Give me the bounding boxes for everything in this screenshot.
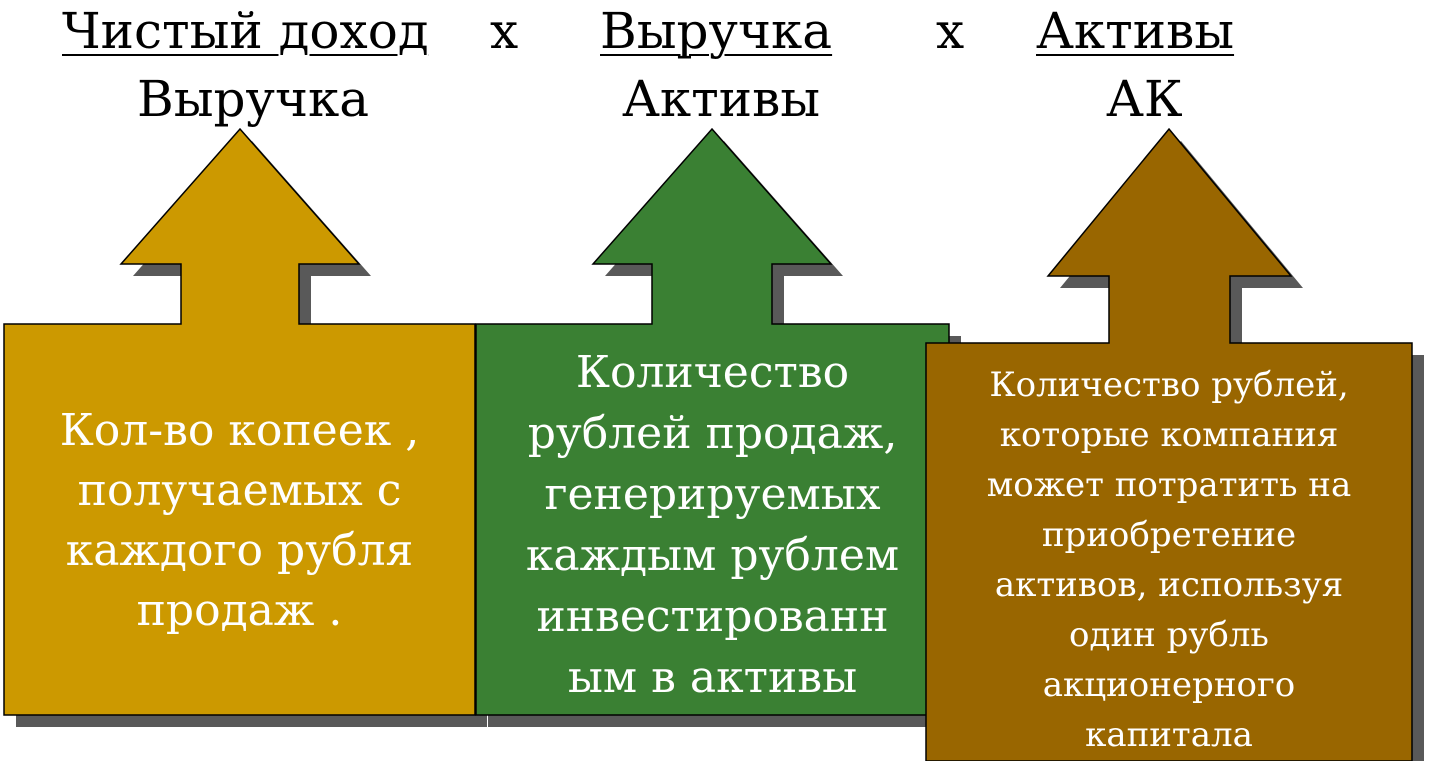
- margin-description: Кол-во копеек , получаемых с каждого руб…: [6, 394, 473, 648]
- arrow-shape-leverage: [925, 127, 1413, 761]
- margin-line-2: получаемых с: [77, 465, 402, 516]
- turnover-description: Количество рублей продаж, генерируемых к…: [478, 340, 947, 710]
- leverage-line-5: активов, используя: [994, 564, 1344, 605]
- formula-term2-denominator: Активы: [622, 70, 821, 128]
- formula-times-2: х: [936, 2, 965, 60]
- formula-term1-numerator: Чистый доход: [62, 2, 429, 60]
- formula-times-1: х: [490, 2, 519, 60]
- turnover-line-3: генерируемых: [544, 469, 881, 520]
- turnover-line-5: инвестированн: [536, 591, 889, 642]
- leverage-line-6: один рубль: [1069, 614, 1269, 655]
- leverage-line-2: которые компания: [999, 414, 1339, 455]
- margin-line-1: Кол-во копеек ,: [59, 405, 420, 456]
- turnover-line-1: Количество: [575, 347, 850, 398]
- leverage-line-3: может потратить на: [986, 464, 1352, 505]
- arrow-shape-turnover: [475, 127, 950, 716]
- leverage-line-4: приобретение: [1041, 514, 1297, 555]
- leverage-line-1: Количество рублей,: [989, 364, 1349, 405]
- margin-line-3: каждого рубля: [65, 525, 414, 576]
- formula-term2-numerator: Выручка: [600, 2, 833, 60]
- formula-term1-denominator: Выручка: [137, 70, 370, 128]
- formula-term3-numerator: Активы: [1036, 2, 1235, 60]
- leverage-line-7: акционерного: [1042, 664, 1296, 705]
- margin-line-4: продаж .: [136, 585, 343, 636]
- turnover-line-4: каждым рублем: [525, 530, 900, 581]
- arrow-shape-margin: [3, 127, 476, 716]
- leverage-description: Количество рублей, которые компания може…: [928, 358, 1410, 761]
- formula-term3-denominator: АК: [1106, 70, 1183, 128]
- leverage-line-8: капитала: [1085, 714, 1253, 755]
- turnover-line-6: ым в активы: [567, 652, 858, 703]
- turnover-line-2: рублей продаж,: [527, 408, 898, 459]
